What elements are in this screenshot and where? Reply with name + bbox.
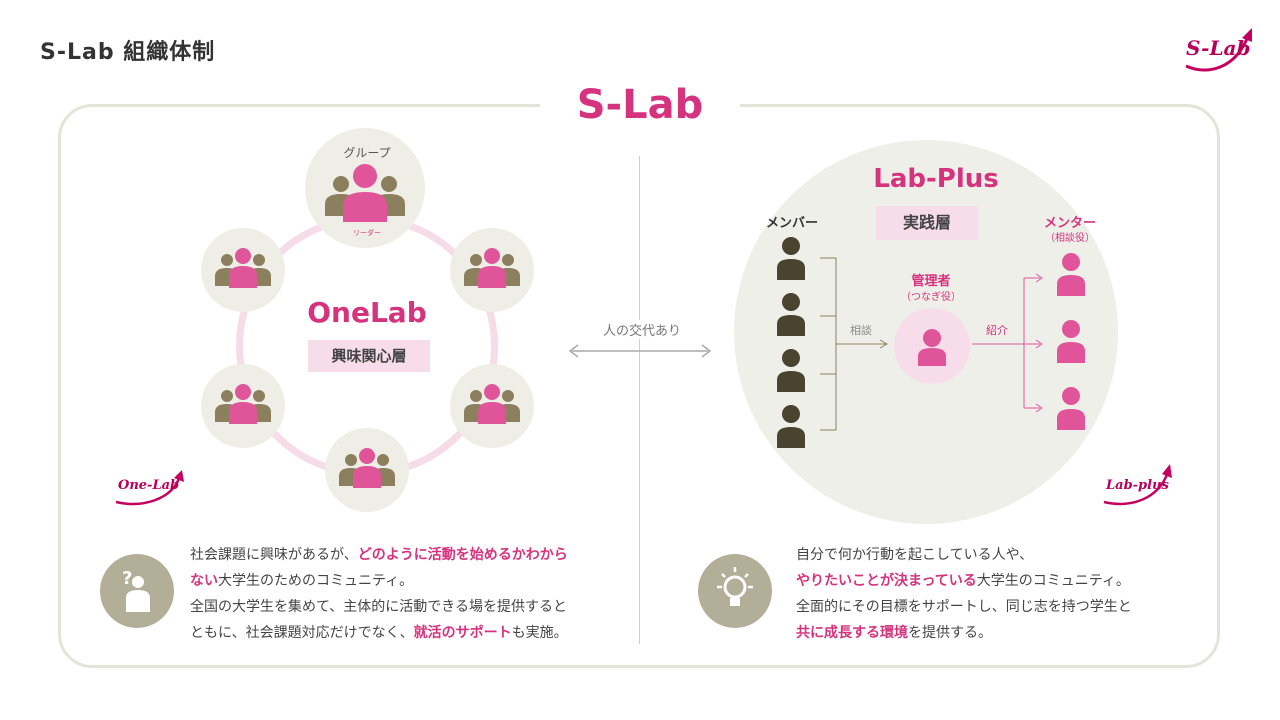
labplus-highlight-2: 共に成長する環境 bbox=[796, 625, 908, 641]
page-title: S-Lab 組織体制 bbox=[40, 40, 216, 65]
group-node-lower-left bbox=[201, 364, 285, 448]
question-person-icon-circle: ? bbox=[100, 554, 174, 628]
mentor-sublabel: （相談役） bbox=[1045, 233, 1095, 244]
member-person-icon bbox=[777, 405, 805, 448]
labplus-logo: Lab-plus bbox=[1100, 462, 1180, 508]
member-person-icon bbox=[777, 293, 805, 336]
question-person-icon: ? bbox=[122, 568, 150, 612]
mentor-label: メンター bbox=[1043, 216, 1096, 231]
mentor-arrows bbox=[972, 273, 1043, 413]
onelab-badge: 興味関心層 bbox=[308, 340, 430, 372]
labplus-logo-arrow-icon bbox=[1103, 464, 1172, 506]
s-lab-logo-arrow-icon bbox=[1185, 28, 1252, 72]
svg-text:?: ? bbox=[122, 568, 132, 589]
member-bracket bbox=[820, 257, 889, 431]
group-node-lower-right bbox=[450, 364, 534, 448]
mentor-person-icon bbox=[1057, 253, 1085, 296]
onelab-logo: One-Lab bbox=[112, 468, 192, 508]
member-person-icon bbox=[777, 237, 805, 280]
labplus-badge: 実践層 bbox=[876, 206, 978, 240]
group-node-leader bbox=[305, 128, 425, 248]
double-arrow-icon bbox=[568, 344, 712, 358]
group-icon bbox=[464, 384, 520, 424]
leader-group-icon bbox=[325, 164, 405, 222]
admin-sublabel: （つなぎ役） bbox=[901, 292, 961, 303]
group-label: グループ bbox=[343, 146, 391, 160]
consult-label: 相談 bbox=[850, 324, 872, 337]
onelab-logo-arrow-icon bbox=[115, 470, 184, 506]
center-divider bbox=[639, 156, 640, 644]
main-title: S-Lab bbox=[540, 82, 740, 128]
labplus-title: Lab-Plus bbox=[873, 164, 999, 194]
onelab-highlight-2: ない bbox=[190, 573, 218, 589]
admin-label: 管理者 bbox=[911, 274, 951, 289]
admin-circle bbox=[894, 308, 970, 384]
mentor-person-icon bbox=[1057, 387, 1085, 430]
group-icon bbox=[215, 248, 271, 288]
lightbulb-icon-circle bbox=[698, 554, 772, 628]
labplus-description: 自分で何か行動を起こしている人や、 やりたいことが決まっている大学生のコミュニテ… bbox=[796, 547, 1132, 641]
onelab-logo-text: One-Lab bbox=[118, 478, 180, 493]
onelab-highlight-3: 就活のサポート bbox=[413, 625, 512, 641]
mentor-person-icon bbox=[1057, 320, 1085, 363]
group-node-upper-left bbox=[201, 228, 285, 312]
labplus-flow-diagram bbox=[777, 237, 1085, 448]
member-person-icon bbox=[777, 349, 805, 392]
s-lab-logo: S-Lab bbox=[1178, 24, 1258, 76]
group-icon bbox=[339, 448, 395, 488]
onelab-highlight-1: どのように活動を始めるかわから bbox=[357, 547, 568, 563]
leader-label: リーダー bbox=[353, 229, 381, 237]
admin-person-icon bbox=[918, 329, 946, 366]
onelab-description: 社会課題に興味があるが、どのように活動を始めるかわから ない大学生のためのコミュ… bbox=[190, 547, 568, 641]
group-node-bottom bbox=[325, 428, 409, 512]
group-icon bbox=[464, 248, 520, 288]
introduce-label: 紹介 bbox=[986, 324, 1008, 337]
member-label: メンバー bbox=[765, 216, 818, 231]
group-node-upper-right bbox=[450, 228, 534, 312]
s-lab-logo-text: S-Lab bbox=[1186, 36, 1251, 60]
onelab-title: OneLab bbox=[307, 296, 427, 329]
exchange-label: 人の交代あり bbox=[592, 320, 692, 339]
labplus-highlight-1: やりたいことが決まっている bbox=[796, 573, 977, 589]
labplus-logo-text: Lab-plus bbox=[1106, 478, 1169, 493]
lightbulb-icon bbox=[717, 567, 753, 606]
group-icon bbox=[215, 384, 271, 424]
